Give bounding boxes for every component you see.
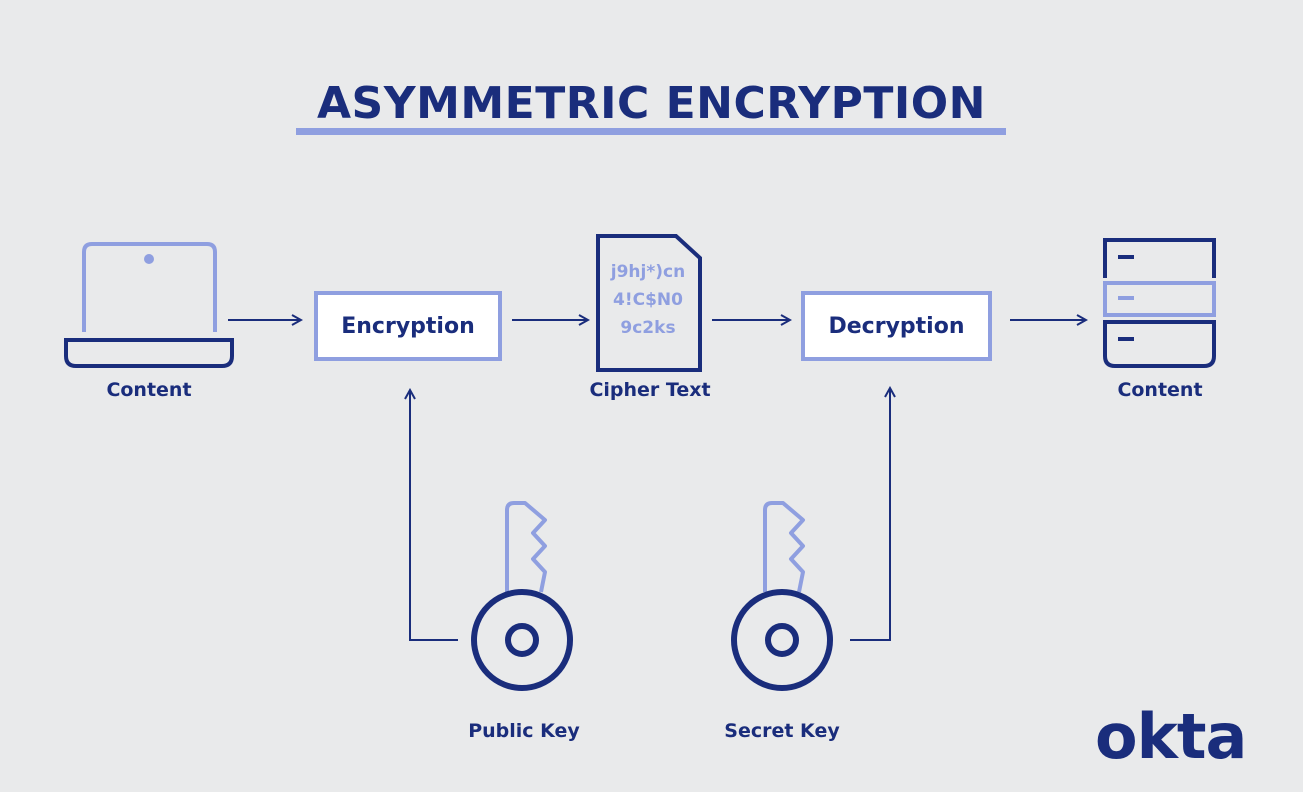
encryption-box: Encryption xyxy=(314,291,502,361)
document-icon xyxy=(596,234,702,372)
cipher-line: j9hj*)cn xyxy=(610,262,686,282)
cipher-line: 9c2ks xyxy=(620,318,676,338)
cipher-text-label: Cipher Text xyxy=(589,379,711,401)
cipher-text-content: j9hj*)cn 4!C$N0 9c2ks xyxy=(600,262,696,338)
public-key-label: Public Key xyxy=(468,720,580,742)
secret-key-label: Secret Key xyxy=(724,720,840,742)
key-icon xyxy=(731,501,833,691)
page-title: ASYMMETRIC ENCRYPTION xyxy=(317,78,986,129)
cipher-line: 4!C$N0 xyxy=(613,290,683,310)
title-underline xyxy=(296,128,1006,135)
public-key-connector xyxy=(410,390,458,641)
secret-key-connector xyxy=(850,388,890,641)
server-icon xyxy=(1103,238,1216,368)
decryption-box: Decryption xyxy=(801,291,992,361)
okta-logo: okta xyxy=(1095,700,1247,773)
laptop-icon xyxy=(64,242,234,368)
source-content-label: Content xyxy=(106,379,192,401)
key-icon xyxy=(471,501,573,691)
destination-content-label: Content xyxy=(1117,379,1203,401)
